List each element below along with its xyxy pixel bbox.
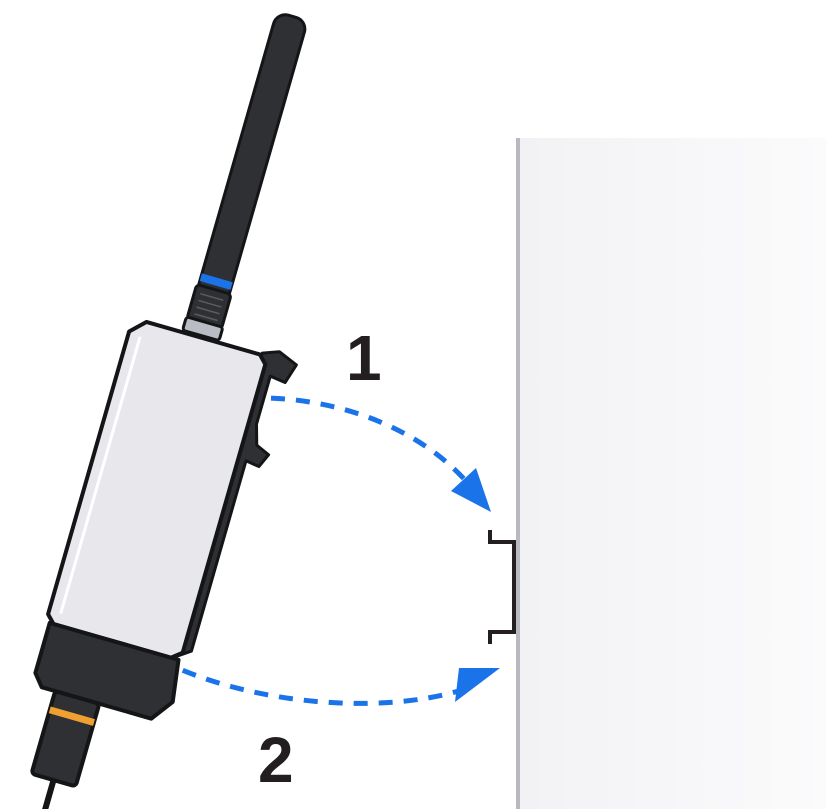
cable — [41, 779, 57, 809]
housing-highlight — [59, 336, 142, 615]
wall-surface — [518, 138, 826, 809]
cable-connector-icon — [30, 690, 101, 809]
connector-body — [30, 690, 101, 788]
antenna-band — [199, 273, 233, 290]
arrow-step-2 — [158, 657, 500, 706]
antenna-knurl — [194, 292, 224, 322]
step-label-1: 1 — [346, 322, 382, 394]
din-rail-gateway-icon — [30, 13, 307, 809]
connector-band — [48, 706, 95, 726]
antenna-icon — [181, 13, 307, 342]
arrow-2-path — [158, 657, 463, 706]
arrow-1-head — [451, 468, 491, 512]
arrow-1-path — [245, 395, 474, 490]
antenna-whip — [196, 13, 307, 306]
din-clip — [173, 350, 298, 659]
wall — [516, 138, 826, 809]
step-label-2: 2 — [258, 724, 294, 796]
din-rail-icon — [488, 530, 516, 644]
arrow-step-1 — [245, 395, 491, 512]
arrow-2-head — [455, 668, 500, 702]
